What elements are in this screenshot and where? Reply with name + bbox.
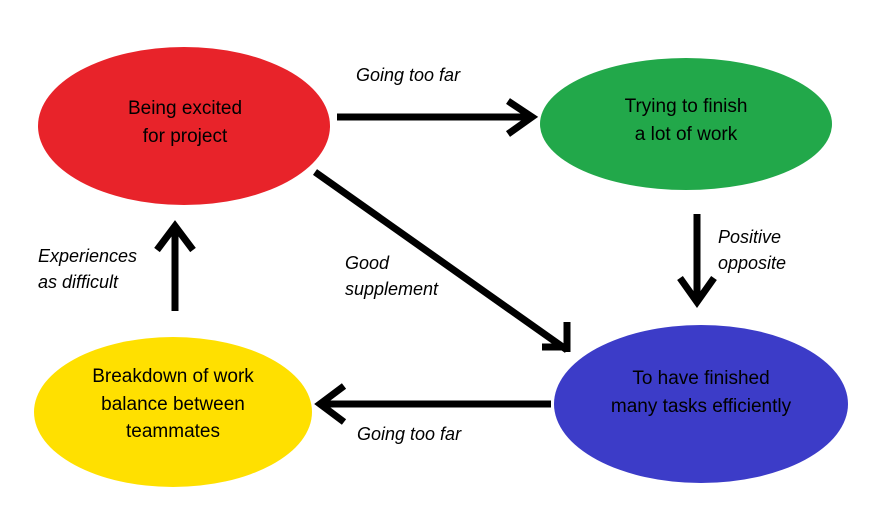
edge-red-to-green	[337, 98, 539, 137]
node-ellipse-yellow[interactable]	[34, 337, 312, 487]
arrowhead-yellow-to-red	[154, 220, 196, 253]
arrowhead-red-to-green	[505, 98, 539, 137]
edge-label-blue-to-yellow: Going too far	[357, 424, 462, 444]
edge-yellow-to-red	[154, 220, 196, 311]
node-ellipse-green[interactable]	[540, 58, 832, 190]
edge-red-to-blue	[312, 169, 571, 353]
node-ellipse-blue[interactable]	[554, 325, 848, 483]
node-ellipse-red[interactable]	[38, 47, 330, 205]
edge-label-green-to-blue: Positive opposite	[718, 227, 787, 274]
edge-green-to-blue	[677, 214, 717, 309]
edge-label-red-to-blue: Good supplement	[345, 253, 439, 300]
edge-label-yellow-to-red: Experiences as difficult	[38, 246, 138, 293]
edge-blue-to-yellow	[314, 383, 551, 425]
arrowhead-green-to-blue	[677, 275, 717, 309]
edge-line-red-to-blue	[312, 169, 570, 353]
edge-label-red-to-green: Going too far	[356, 65, 461, 85]
arrowhead-blue-to-yellow	[314, 383, 347, 425]
